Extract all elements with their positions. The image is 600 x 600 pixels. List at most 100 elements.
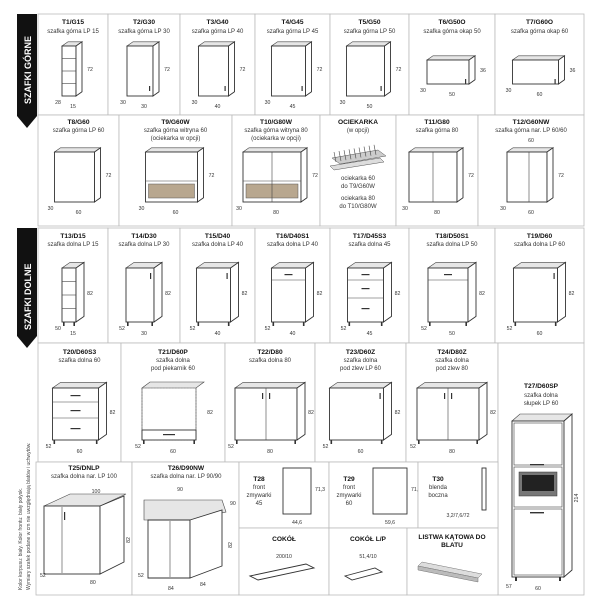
dim-depth: 28 xyxy=(55,100,61,106)
dim-height: 71,3 xyxy=(315,487,325,493)
dim-depth: 52 xyxy=(46,444,52,450)
cabinet-code: OCIEKARKA xyxy=(338,119,378,126)
dim-height: 82 xyxy=(479,291,485,297)
section-label-lower: SZAFKI DOLNE xyxy=(17,228,37,348)
dim-width: 45 xyxy=(290,104,296,110)
cabinet-code: T10/G80W xyxy=(260,119,293,126)
corner2-dim-w2: 84 xyxy=(200,582,206,588)
corner1-dim-d: 52 xyxy=(40,573,46,579)
side-note-line1: Kolor korpusu: biały. Kolor frontu: biał… xyxy=(18,488,24,590)
cabinet-code: T3/G40 xyxy=(207,19,229,26)
front-code: T29 xyxy=(343,476,355,483)
dim-height: 71,3 xyxy=(411,487,421,493)
cabinet-desc: szafka dolna LP 15 xyxy=(48,242,100,248)
dim-width: 80 xyxy=(449,449,455,455)
corner1-dim-w: 80 xyxy=(90,580,96,586)
dim-width: 80 xyxy=(267,449,273,455)
dim-height: 36 xyxy=(480,68,486,74)
dim-height: 36 xyxy=(570,68,576,74)
tall-dim-w: 60 xyxy=(535,586,541,592)
cabinet-desc: szafka dolna LP 40 xyxy=(192,242,244,248)
dim-depth: 30 xyxy=(340,100,346,106)
front-desc-2: zmywarki xyxy=(247,493,272,499)
dim-height: 82 xyxy=(165,291,171,297)
dim-depth: 30 xyxy=(48,206,54,212)
cabinet-code: T25/DNLP xyxy=(68,465,100,472)
cabinet-code: T27/D60SP xyxy=(524,383,559,390)
dim-width: 50 xyxy=(449,92,455,98)
accessory-code: COKÓŁ xyxy=(272,534,296,543)
dim-width: 40 xyxy=(215,331,221,337)
cabinet-desc-1: szafka dolna 80 xyxy=(249,358,292,364)
dim-depth: 52 xyxy=(323,444,329,450)
section-label-upper-text: SZAFKI GÓRNE xyxy=(22,36,33,104)
front-desc-2: boczna xyxy=(428,493,448,499)
dim-height: 82 xyxy=(317,291,323,297)
accessory-dim: 51,4/10 xyxy=(359,554,376,560)
rack-label-4: do T10/G80W xyxy=(339,204,377,210)
dim-depth: 30 xyxy=(506,88,512,94)
dim-height: 82 xyxy=(242,291,248,297)
cabinet-code: T19/D60 xyxy=(527,233,553,240)
cabinet-desc-1: szafka dolna xyxy=(435,358,469,364)
cabinet-code: T2/G30 xyxy=(133,19,155,26)
cabinet-code: T8/G60 xyxy=(68,119,90,126)
section-label-lower-text: SZAFKI DOLNE xyxy=(23,264,33,331)
front-code: T30 xyxy=(432,476,444,483)
cabinet-desc-2: pod zlew 80 xyxy=(436,366,469,372)
dim-depth: 30 xyxy=(192,100,198,106)
dim-height: 72 xyxy=(468,173,474,179)
cabinet-code: T18/D50S1 xyxy=(435,233,469,240)
accessory-code: LISTWA KĄTOWA DO xyxy=(418,534,485,541)
front-desc-3: 60 xyxy=(346,501,353,507)
tall-cabinet-drawing xyxy=(511,413,573,581)
dim-width: 50 xyxy=(449,331,455,337)
front-desc-1: front xyxy=(343,485,355,491)
cabinet-code: T14/D30 xyxy=(131,233,157,240)
cabinet-desc-1: szafka dolna xyxy=(524,393,558,399)
corner2-dim-top: 90 xyxy=(177,487,183,493)
cabinet-code: T7/G60O xyxy=(526,19,553,26)
rack-label-2: do T9/G60W xyxy=(341,184,375,190)
cabinet-desc-1: szafka górna 80 xyxy=(416,128,459,134)
dim-width: 45 xyxy=(367,331,373,337)
cabinet-desc: szafka dolna 45 xyxy=(348,242,391,248)
section-label-upper: SZAFKI GÓRNE xyxy=(17,14,37,128)
cabinet-code: T17/D45S3 xyxy=(353,233,387,240)
dim-height: 72 xyxy=(558,173,564,179)
dim-height: 72 xyxy=(87,67,93,73)
cabinet-desc-2: (ociekarka w opcji) xyxy=(151,136,201,142)
front-desc-1: front xyxy=(253,485,265,491)
cabinet-corner-2: T26/D90NW szafka dolna nar. LP 90/90 90 … xyxy=(131,461,240,596)
cabinet-desc-1: szafka górna witryna 80 xyxy=(244,128,308,134)
dim-depth: 52 xyxy=(228,444,234,450)
dim-width: 15 xyxy=(70,331,76,337)
accessory-plinth-lp: COKÓŁ L/P 51,4/10 xyxy=(328,527,408,596)
dim-width: 80 xyxy=(273,210,279,216)
dim-width: 30 xyxy=(141,104,147,110)
cabinet-code: T24/D80Z xyxy=(437,349,466,356)
front-code: T28 xyxy=(253,476,265,483)
cabinet-code: T11/G80 xyxy=(424,119,450,126)
cabinet-desc: szafka górna LP 50 xyxy=(344,29,396,35)
front-desc-1: blenda xyxy=(429,485,448,491)
dim-depth: 52 xyxy=(190,326,196,332)
corner1-dim-h: 82 xyxy=(126,537,132,543)
dim-depth: 30 xyxy=(120,100,126,106)
cabinet-code: T16/D40S1 xyxy=(276,233,310,240)
